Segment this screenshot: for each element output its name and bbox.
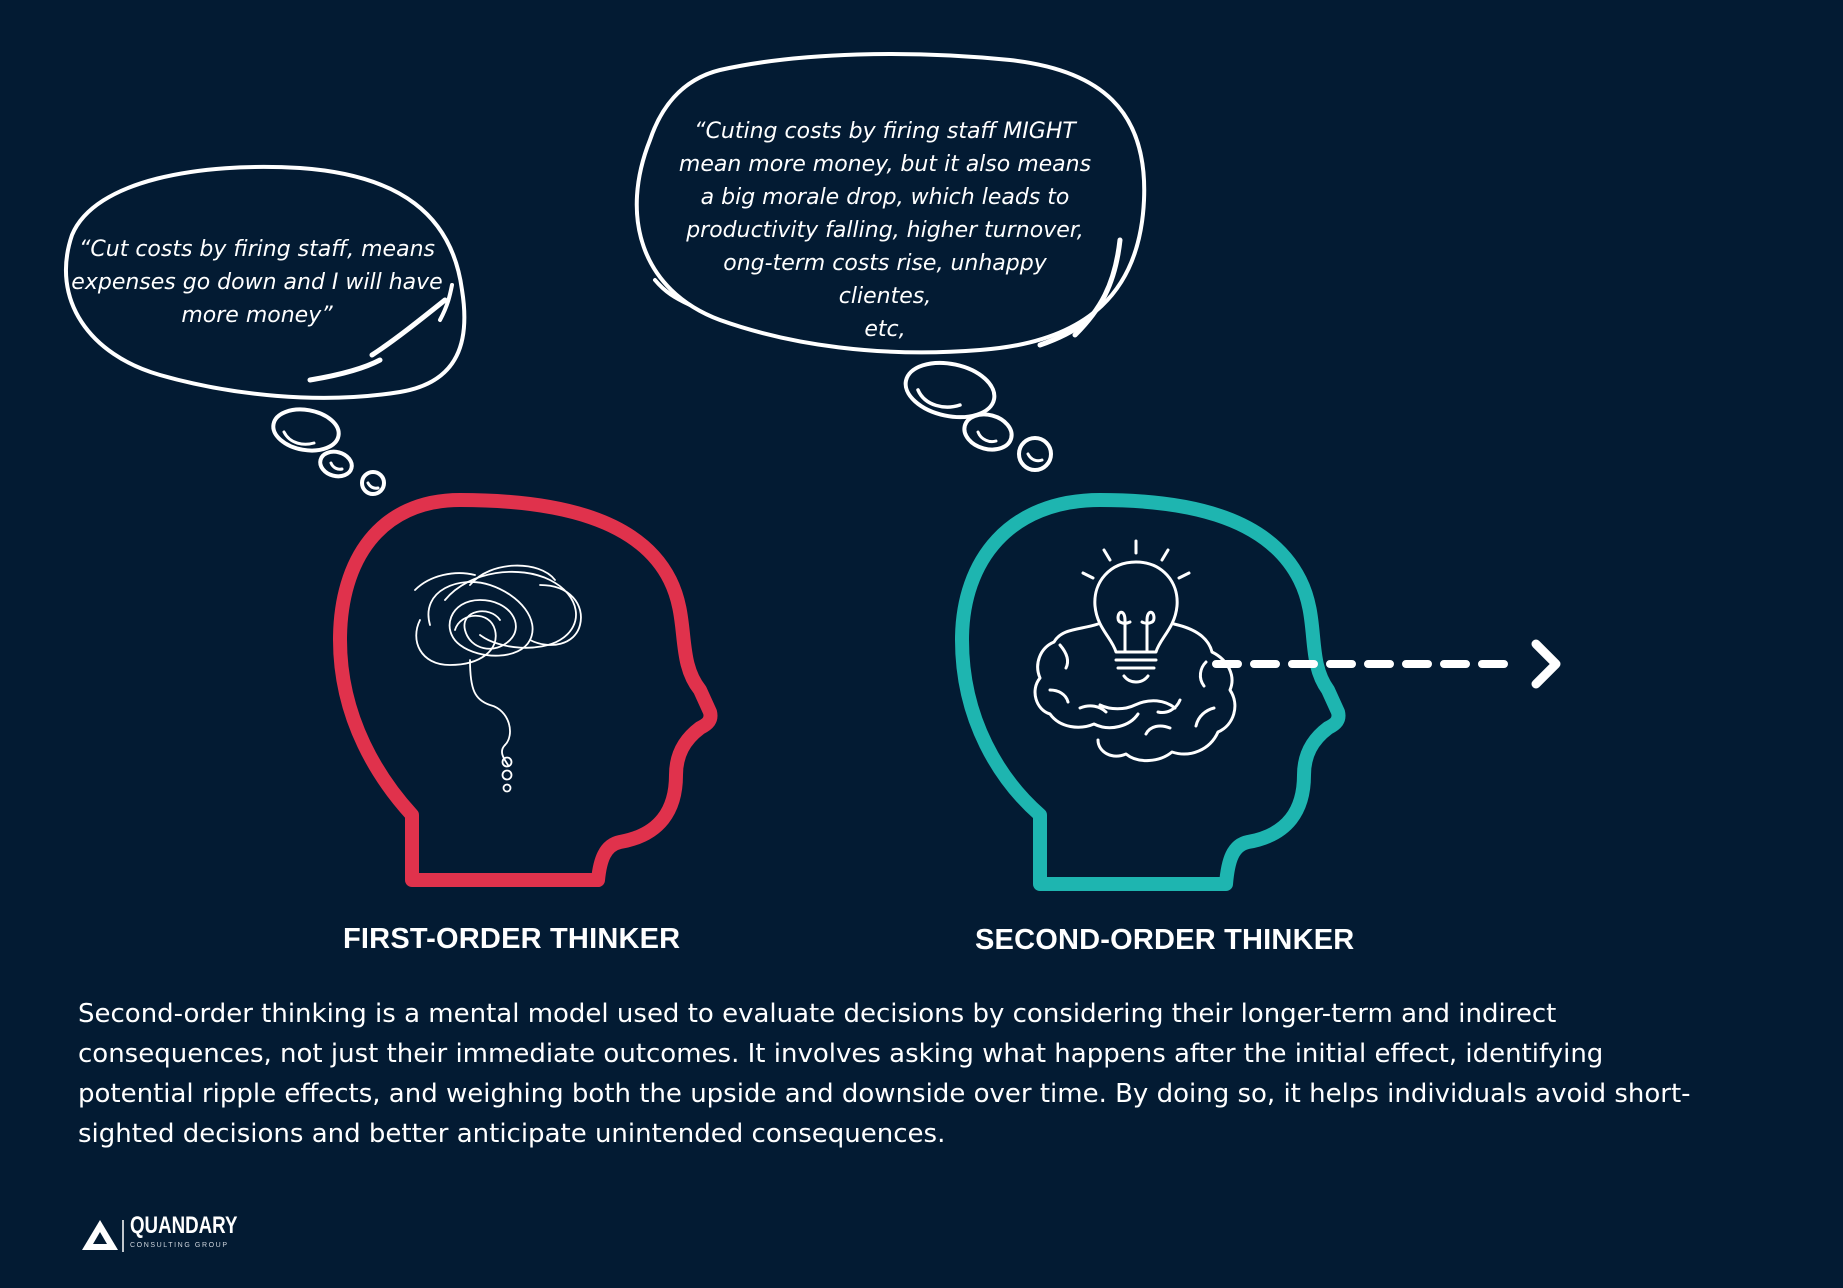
second-thought-line: ong-term costs rise, unhappy clientes, <box>723 251 1047 309</box>
second-thought-line: etc, <box>864 317 906 342</box>
lightbulb-brain-icon <box>1033 539 1237 762</box>
thought-bubble-first <box>63 164 467 496</box>
first-thought-line: “Cut costs by firing staff, means <box>79 237 435 262</box>
description-paragraph: Second-order thinking is a mental model … <box>78 999 1691 1149</box>
second-thought-line: productivity falling, higher turnover, <box>686 218 1084 243</box>
dashed-arrow-icon <box>1212 639 1561 689</box>
company-logo: QUANDARY CONSULTING GROUP <box>82 1212 252 1252</box>
first-order-thinker-label: FIRST-ORDER THINKER <box>343 923 681 955</box>
logo-subtitle: CONSULTING GROUP <box>130 1242 229 1249</box>
first-thought-line: more money” <box>181 303 333 328</box>
tangled-thoughts-icon <box>414 564 582 793</box>
first-order-head-outline <box>333 493 718 887</box>
second-thought-line: “Cuting costs by firing staff MIGHT <box>694 119 1076 144</box>
quandary-logo-mark <box>82 1220 124 1252</box>
second-thought-line: mean more money, but it also means <box>678 152 1092 177</box>
second-order-thinker-label: SECOND-ORDER THINKER <box>975 924 1355 956</box>
thought-bubble-second <box>634 52 1147 472</box>
second-order-head-outline <box>955 493 1346 891</box>
first-thought-text: “Cut costs by firing staff, means expens… <box>62 233 452 332</box>
first-thought-line: expenses go down and I will have <box>71 270 443 295</box>
second-thought-text: “Cuting costs by firing staff MIGHT mean… <box>675 115 1095 346</box>
logo-name: QUANDARY <box>130 1212 238 1239</box>
second-thought-line: a big morale drop, which leads to <box>700 185 1070 210</box>
